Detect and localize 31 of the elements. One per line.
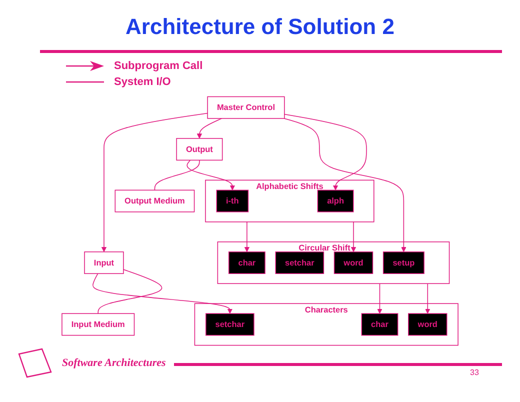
arrow	[92, 273, 232, 314]
node-box: setchar	[206, 313, 254, 336]
footer-text: Software Architectures	[62, 357, 166, 369]
node-box: Output Medium	[114, 190, 195, 212]
node-box: char	[228, 251, 266, 274]
node-box: setchar	[275, 251, 324, 274]
connector	[154, 160, 200, 191]
arrow	[284, 118, 406, 252]
node-box: word	[334, 251, 374, 274]
legend-label: Subprogram Call	[114, 60, 203, 72]
node-box: i-th	[216, 190, 249, 212]
node-box: Master Control	[207, 96, 285, 119]
arrow	[186, 160, 235, 190]
title: Architecture of Solution 2	[124, 14, 396, 40]
arrow	[101, 112, 208, 252]
connector	[98, 269, 162, 314]
node-box: word	[408, 313, 448, 336]
node-box: alph	[317, 190, 354, 212]
page-number: 33	[470, 368, 479, 377]
node-box: char	[361, 313, 398, 336]
node-box: Input	[84, 251, 124, 274]
arrow	[244, 222, 250, 252]
node-box: Output	[176, 138, 223, 161]
arrow	[196, 118, 222, 139]
arrow	[377, 283, 382, 314]
arrow	[284, 114, 367, 190]
arrow	[350, 222, 356, 252]
legend-label: System I/O	[114, 76, 171, 88]
arrow	[425, 283, 430, 314]
node-box: setup	[382, 251, 424, 274]
node-box: Input Medium	[62, 313, 135, 336]
